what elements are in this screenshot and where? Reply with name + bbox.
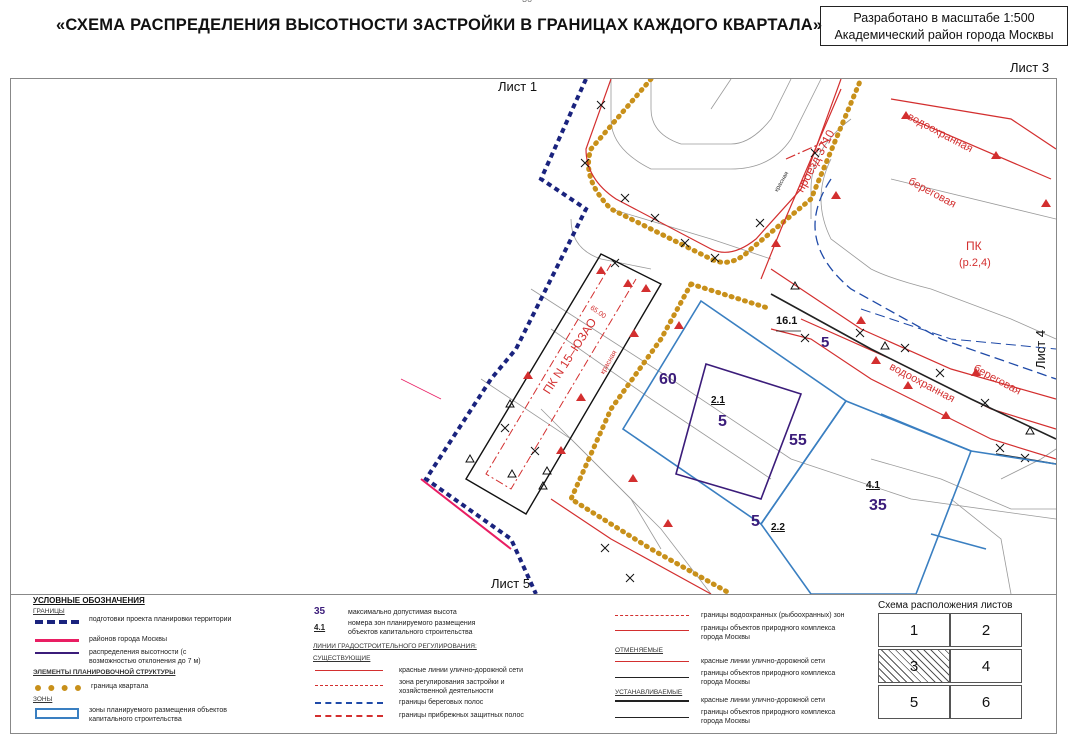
red-lines-symbol xyxy=(315,670,383,671)
quarter-border-line xyxy=(586,79,864,265)
quarter-border-text: граница квартала xyxy=(91,683,149,690)
height-border-symbol xyxy=(35,652,79,654)
reg-zone-symbol xyxy=(315,685,383,686)
coastal-lines-symbol xyxy=(315,715,383,717)
coastal-lines-text: границы прибрежных защитных полос xyxy=(399,712,524,719)
height-border-text: распределения высотности (с возможностью… xyxy=(89,649,201,665)
established-heading: УСТАНАВЛИВАЕМЫЕ xyxy=(615,689,683,696)
cancelled-heading: ОТМЕНЯЕМЫЕ xyxy=(615,647,664,654)
cancel-nature-symbol xyxy=(615,677,689,678)
shore-lines-symbol xyxy=(315,702,383,704)
sheet-label-4: Лист 4 xyxy=(1033,329,1048,369)
quarter-border-symbol xyxy=(35,685,81,691)
height-borders xyxy=(675,362,803,500)
cancel-nature-text: границы объектов природного комплекса го… xyxy=(701,670,836,686)
zone-borders xyxy=(621,299,1056,594)
sheet-cell-6: 6 xyxy=(950,685,1022,719)
sheet-cell-4: 4 xyxy=(950,649,1022,683)
borders-heading: ГРАНИЦЫ xyxy=(33,608,65,615)
page-title: «СХЕМА РАСПРЕДЕЛЕНИЯ ВЫСОТНОСТИ ЗАСТРОЙК… xyxy=(56,16,823,34)
scale-line: Разработано в масштабе 1:500 xyxy=(853,11,1035,25)
black-triangles xyxy=(465,280,1035,490)
plan-border-text: подготовки проекта планировки территории xyxy=(89,616,232,623)
est-red-symbol xyxy=(615,700,689,702)
est-nature-text: границы объектов природного комплекса го… xyxy=(701,709,836,725)
est-red-text: красные линии улично-дорожной сети xyxy=(701,697,826,704)
existing-heading: СУЩЕСТВУЮЩИЕ xyxy=(313,655,371,662)
sheet-cell-5: 5 xyxy=(878,685,950,719)
district-border-line xyxy=(420,478,512,550)
red-lines-text: красные линии улично-дорожной сети xyxy=(399,667,524,674)
sheet-cell-2: 2 xyxy=(950,613,1022,647)
lines-heading: ЛИНИИ ГРАДОСТРОИТЕЛЬНОГО РЕГУЛИРОВАНИЯ: xyxy=(313,643,477,650)
cancel-marks xyxy=(500,100,1030,583)
reg-zone-text: зона регулирования застройки и хозяйстве… xyxy=(399,679,505,695)
map-drawing xyxy=(400,79,1056,594)
pk15-outline xyxy=(465,253,662,515)
legend-title: УСЛОВНЫЕ ОБОЗНАЧЕНИЯ xyxy=(33,596,145,605)
height-60-label: 60 xyxy=(659,371,677,388)
red-triangles xyxy=(523,111,1051,527)
zones-text: зоны планируемого размещения объектов ка… xyxy=(89,707,228,723)
plan-border-symbol xyxy=(35,620,79,624)
height-35-label: 35 xyxy=(869,497,887,514)
sheet-layout-grid: 1 2 3 4 5 6 xyxy=(868,613,1024,721)
sheet-label-5: Лист 5 xyxy=(491,576,531,591)
height-5-center-label: 5 xyxy=(718,413,727,430)
legend: УСЛОВНЫЕ ОБОЗНАЧЕНИЯ ГРАНИЦЫ подготовки … xyxy=(10,593,1057,734)
height-5-top-label: 5 xyxy=(821,334,830,351)
zones-heading: ЗОНЫ xyxy=(33,696,53,703)
zone-4-1-label: 4.1 xyxy=(866,480,880,491)
height-55-label: 55 xyxy=(789,432,807,449)
water-zones-symbol xyxy=(615,615,689,616)
sheet-cell-1: 1 xyxy=(878,613,950,647)
district-border-symbol xyxy=(35,639,79,642)
zone-number-symbol: 4.1 xyxy=(314,623,326,632)
plan-border-line xyxy=(423,79,589,594)
quarter-border-line-2 xyxy=(567,281,734,594)
max-height-symbol: 35 xyxy=(314,606,326,617)
max-height-text: максимально допустимая высота xyxy=(348,609,457,616)
district-border-text: районов города Москвы xyxy=(89,636,167,643)
shore-lines-text: границы береговых полос xyxy=(399,699,484,706)
pk24-label: ПК xyxy=(966,239,982,253)
sheet-label-3: Лист 3 xyxy=(1010,60,1050,75)
sheet-layout-title: Схема расположения листов xyxy=(878,600,1013,611)
zone-2-1-label: 2.1 xyxy=(711,395,725,406)
scale-box: Разработано в масштабе 1:500 Академическ… xyxy=(820,6,1068,46)
base-contours xyxy=(480,79,1056,594)
nature-borders-symbol xyxy=(615,630,689,631)
zone-number-text: номера зон планируемого размещения объек… xyxy=(348,620,476,636)
zone-symbol xyxy=(35,708,79,719)
water-zones-text: границы водоохранных (рыбоохранных) зон xyxy=(701,612,845,619)
pk24-sub-label: (р.2,4) xyxy=(959,257,991,269)
district-line: Академический район города Москвы xyxy=(834,28,1054,42)
height-5-lower-label: 5 xyxy=(751,513,760,530)
sheet-cell-3: 3 xyxy=(878,649,950,683)
est-nature-symbol xyxy=(615,717,689,718)
map-area: ПК N 15–ЮЗАО 65.00 красная красная проез… xyxy=(10,78,1057,595)
cancel-red-symbol xyxy=(615,661,689,662)
cancel-red-text: красные линии улично-дорожной сети xyxy=(701,658,826,665)
nature-borders-text: границы объектов природного комплекса го… xyxy=(701,625,836,641)
zone-16-1-label: 16.1 xyxy=(776,315,798,327)
sheet-label-1: Лист 1 xyxy=(498,79,538,94)
structure-heading: ЭЛЕМЕНТЫ ПЛАНИРОВОЧНОЙ СТРУКТУРЫ xyxy=(33,669,176,676)
page-number: 36 xyxy=(522,0,532,4)
zone-2-2-label: 2.2 xyxy=(771,522,785,533)
